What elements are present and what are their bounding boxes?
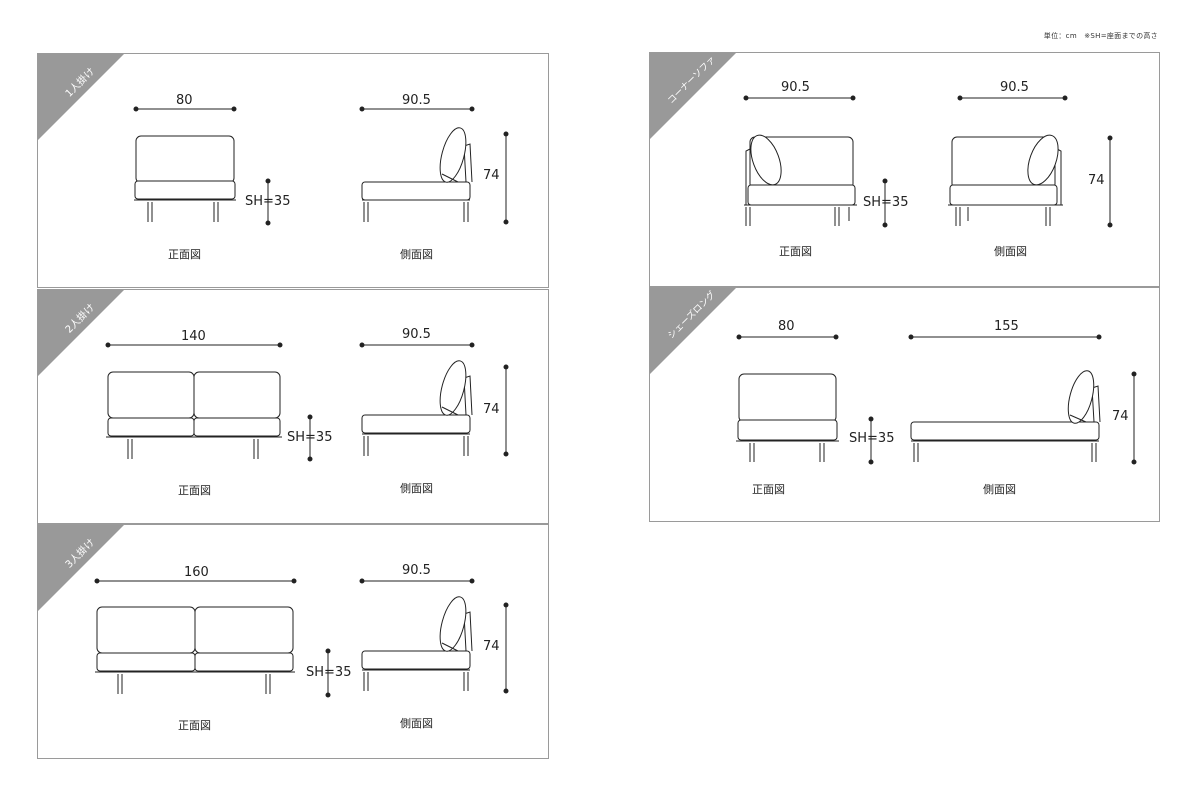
side-depth-label: 90.5: [402, 327, 431, 342]
side-view-caption: 側面図: [983, 483, 1016, 496]
front-view-caption: 正面図: [178, 719, 211, 732]
panel-2-seater: 2人掛け 140 SH=35 90.5 74 正面図 側面図: [37, 289, 549, 524]
corner-sofa-drawings: [650, 53, 1113, 228]
height-label: 74: [483, 639, 500, 654]
chaise-longue-drawings: [650, 288, 1137, 465]
side-view-caption: 側面図: [400, 248, 433, 261]
sofa-3-seater-drawings: [38, 525, 509, 698]
badge-background: [38, 290, 124, 376]
height-label: 74: [483, 402, 500, 417]
badge-background: [38, 54, 124, 140]
badge-background: [650, 53, 736, 139]
panel-1-seater: 1人掛け 80 SH=35 90.5 74 正面図 側面図: [37, 53, 549, 288]
panel-chaise-longue: シェーズロング 80 SH=35 155 74 正面図 側面図: [649, 287, 1160, 522]
height-label: 74: [1112, 409, 1129, 424]
seat-height-label: SH=35: [849, 431, 895, 446]
side-depth-label: 90.5: [402, 563, 431, 578]
sofa-1-seater-drawings: [38, 54, 509, 226]
side-depth-label: 155: [994, 319, 1019, 334]
unit-note: 単位：cm ※SH=座面までの高さ: [1043, 32, 1158, 40]
side-depth-label: 90.5: [1000, 80, 1029, 95]
side-view-caption: 側面図: [994, 245, 1027, 258]
front-width-label: 80: [778, 319, 795, 334]
seat-height-label: SH=35: [287, 430, 333, 445]
side-depth-label: 90.5: [402, 93, 431, 108]
front-view-caption: 正面図: [779, 245, 812, 258]
front-view-caption: 正面図: [178, 484, 211, 497]
front-width-label: 160: [184, 565, 209, 580]
sofa-2-seater-drawings: [38, 290, 509, 462]
height-label: 74: [483, 168, 500, 183]
seat-height-label: SH=35: [245, 194, 291, 209]
height-label: 74: [1088, 173, 1105, 188]
badge-background: [650, 288, 736, 374]
front-view-caption: 正面図: [752, 483, 785, 496]
badge-background: [38, 525, 124, 611]
seat-height-label: SH=35: [863, 195, 909, 210]
front-width-label: 80: [176, 93, 193, 108]
side-view-caption: 側面図: [400, 717, 433, 730]
front-width-label: 140: [181, 329, 206, 344]
seat-height-label: SH=35: [306, 665, 352, 680]
front-view-caption: 正面図: [168, 248, 201, 261]
front-width-label: 90.5: [781, 80, 810, 95]
panel-corner-sofa: コーナーソファ 90.5 SH=35 90.5 74 正面図 側面図: [649, 52, 1160, 287]
side-view-caption: 側面図: [400, 482, 433, 495]
panel-3-seater: 3人掛け 160 SH=35 90.5 74 正面図 側面図: [37, 524, 549, 759]
